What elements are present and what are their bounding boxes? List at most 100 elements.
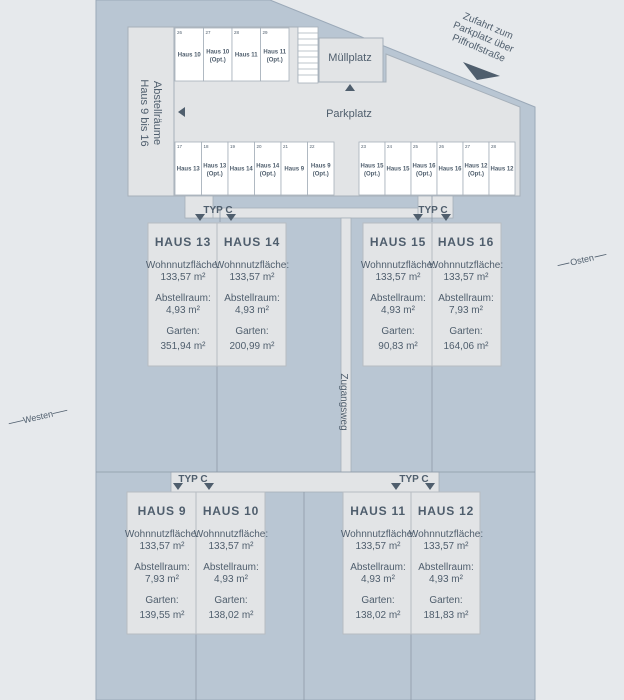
house-name: HAUS 11 — [350, 504, 406, 518]
typ-c-marker-4: TYP C — [391, 474, 435, 490]
wohnnutzflaeche-label: Wohnnutzfläche: — [429, 260, 503, 271]
waste-area — [318, 37, 384, 83]
house-block-13-14 — [147, 222, 287, 367]
abstellraum-value: 4,93 m² — [214, 574, 249, 585]
house-name: HAUS 16 — [438, 235, 494, 249]
parking-space-option: (Opt.) — [416, 172, 432, 178]
typ-c-label: TYP C — [178, 474, 207, 485]
parking-space-number: 21 — [283, 144, 289, 149]
parking-space-option: (Opt.) — [313, 172, 329, 178]
wohnnutzflaeche-value: 133,57 m² — [423, 541, 469, 552]
house-block-11-12 — [342, 491, 481, 635]
parking-space-number: 17 — [177, 144, 183, 149]
abstellraum-value: 7,93 m² — [449, 305, 484, 316]
parking-space-number: 25 — [413, 144, 419, 149]
path-stub-right — [417, 195, 454, 219]
parking-space-label: Haus 12 — [490, 167, 514, 173]
abstellraum-value: 4,93 m² — [166, 305, 201, 316]
parking-space-label: Haus 14 — [256, 164, 280, 170]
house-name: HAUS 10 — [203, 504, 259, 518]
parking-space-label: Haus 16 — [412, 164, 436, 170]
zugangsweg-path — [340, 217, 352, 474]
typ-c-label: TYP C — [203, 205, 232, 216]
parking-space-label: Haus 10 — [206, 50, 230, 56]
typ-c-marker-2: TYP C — [413, 205, 451, 221]
house-block-9-10 — [126, 491, 266, 635]
zufahrt-arrow-icon — [463, 62, 500, 80]
parking-space-number: 22 — [310, 144, 316, 149]
parking-space-option: (Opt.) — [207, 172, 223, 178]
wohnnutzflaeche-value: 133,57 m² — [208, 541, 254, 552]
garten-label: Garten: — [361, 595, 394, 606]
abstellraum-label: Abstellraum: — [350, 562, 406, 573]
wohnnutzflaeche-label: Wohnnutzfläche: — [194, 529, 268, 540]
wohnnutzflaeche-value: 133,57 m² — [443, 272, 489, 283]
parking-space-number: 26 — [439, 144, 445, 149]
arrow-left-icon — [178, 107, 185, 117]
garten-label: Garten: — [166, 326, 199, 337]
house-info: HAUS 16 Wohnnutzfläche:133,57 m² Abstellra… — [429, 235, 503, 352]
wohnnutzflaeche-value: 133,57 m² — [139, 541, 185, 552]
abstellraum-value: 4,93 m² — [381, 305, 416, 316]
garten-value: 90,83 m² — [378, 341, 418, 352]
wohnnutzflaeche-value: 133,57 m² — [160, 272, 206, 283]
wohnnutzflaeche-label: Wohnnutzfläche: — [361, 260, 435, 271]
abstellraum-value: 4,93 m² — [235, 305, 270, 316]
parking-space-label: Haus 15 — [360, 164, 384, 170]
parking-space-number: 18 — [204, 144, 210, 149]
parking-space-number: 20 — [257, 144, 263, 149]
garten-label: Garten: — [145, 595, 178, 606]
wohnnutzflaeche-label: Wohnnutzfläche: — [409, 529, 483, 540]
parking-space-number: 23 — [361, 144, 367, 149]
house-info: HAUS 10 Wohnnutzfläche:133,57 m² Abstellra… — [194, 504, 268, 621]
parking-space-number: 19 — [230, 144, 236, 149]
typ-c-marker-1: TYP C — [195, 205, 236, 221]
parking-space-label: Haus 9 — [311, 164, 331, 170]
typ-c-marker-3: TYP C — [173, 474, 214, 490]
abstellraum-value: 4,93 m² — [429, 574, 464, 585]
abstellraum-label: Abstellraum: — [203, 562, 259, 573]
garten-value: 138,02 m² — [355, 610, 401, 621]
garten-value: 138,02 m² — [208, 610, 254, 621]
parking-space-label: Haus 14 — [230, 167, 254, 173]
parking-space-label: Haus 10 — [178, 53, 202, 59]
parking-space-label: Haus 11 — [263, 50, 286, 56]
wohnnutzflaeche-label: Wohnnutzfläche: — [341, 529, 415, 540]
typ-c-label: TYP C — [418, 205, 447, 216]
wohnnutzflaeche-label: Wohnnutzfläche: — [125, 529, 199, 540]
garten-value: 181,83 m² — [423, 610, 469, 621]
abstellraum-label: Abstellraum: — [370, 293, 426, 304]
house-name: HAUS 15 — [370, 235, 426, 249]
abstellraum-label: Abstellraum: — [418, 562, 474, 573]
house-block-15-16 — [362, 222, 502, 367]
wohnnutzflaeche-label: Wohnnutzfläche: — [146, 260, 220, 271]
parking-space-option: (Opt.) — [210, 58, 226, 64]
abstellraum-label: Abstellraum: — [438, 293, 494, 304]
parking-space-label: Haus 13 — [177, 167, 201, 173]
parking-space-number: 27 — [465, 144, 471, 149]
wohnnutzflaeche-value: 133,57 m² — [375, 272, 421, 283]
storage-block — [127, 26, 175, 197]
parking-space-option: (Opt.) — [364, 172, 380, 178]
abstellraum-value: 7,93 m² — [145, 574, 180, 585]
garten-label: Garten: — [381, 326, 414, 337]
parking-space-number: 27 — [206, 30, 212, 35]
parking-space-number: 28 — [234, 30, 240, 35]
abstellraum-label: Abstellraum: — [134, 562, 190, 573]
garten-value: 200,99 m² — [229, 341, 275, 352]
